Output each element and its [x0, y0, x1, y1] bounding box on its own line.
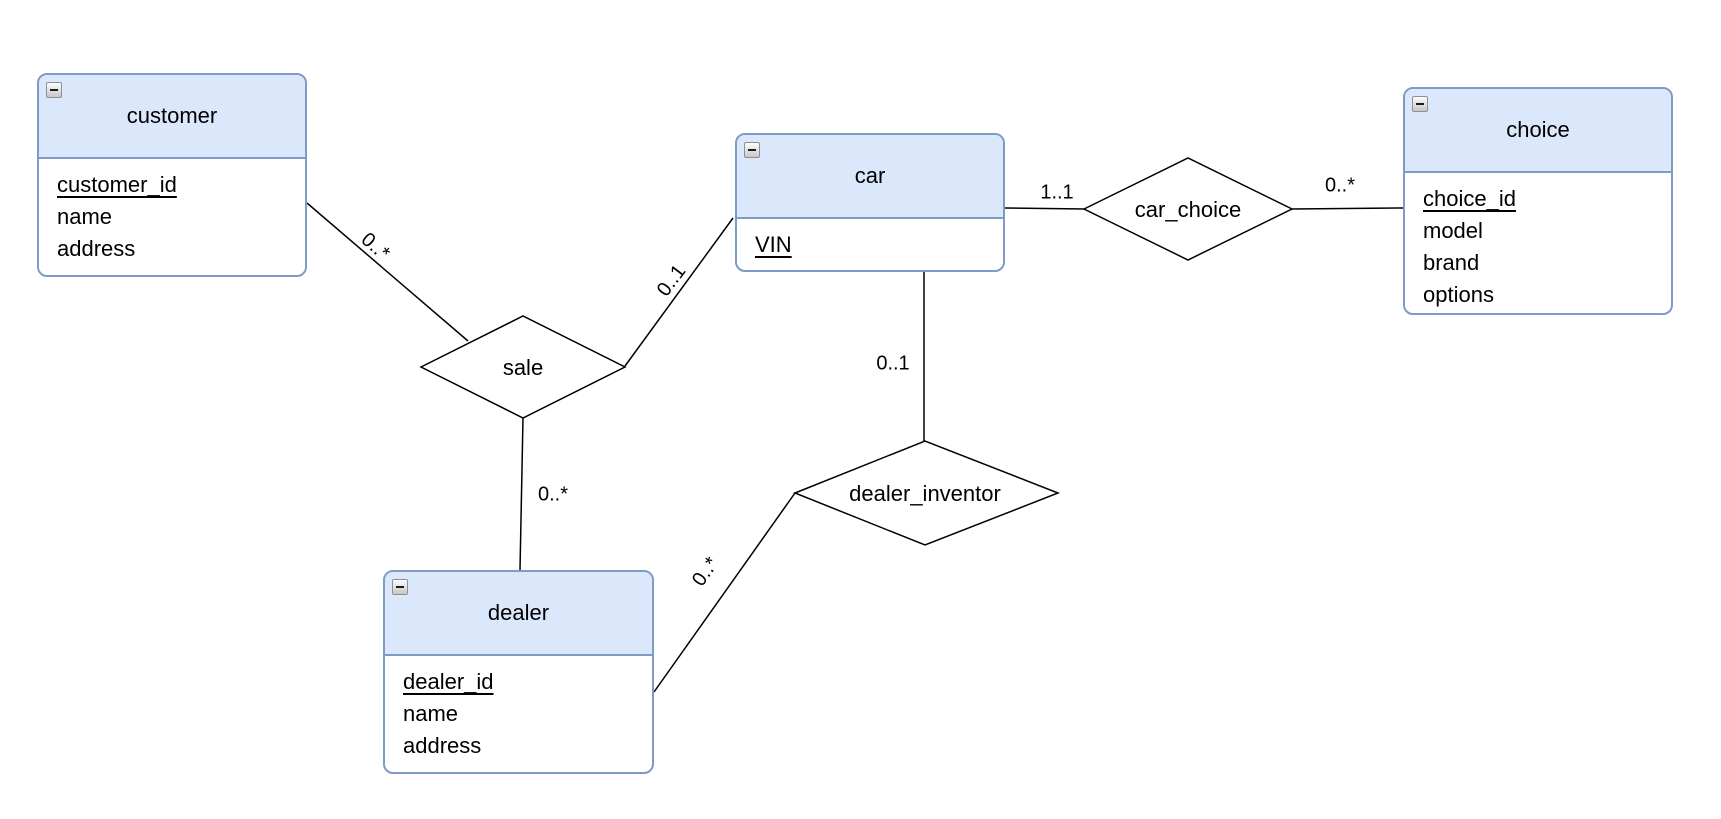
cardinality-car-choice-choice: 0..*: [1324, 174, 1356, 197]
relationship-sale-diamond[interactable]: [419, 315, 627, 419]
connector-car-car-choice[interactable]: [1004, 207, 1086, 210]
entity-customer-attributes: customer_id name address: [39, 159, 305, 265]
attribute-name[interactable]: name: [403, 701, 459, 726]
entity-title: dealer: [487, 600, 550, 625]
relationship-dealer-inventory-diamond[interactable]: [792, 440, 1061, 546]
cardinality-car-car-choice: 1..1: [1040, 181, 1074, 204]
relationship-label-dealer-inventory: dealer_inventor: [849, 481, 1001, 506]
attribute-choice-id[interactable]: choice_id: [1423, 186, 1516, 211]
entity-car-attributes: VIN: [737, 219, 1003, 261]
entity-title: car: [854, 163, 886, 188]
collapse-icon[interactable]: [1412, 96, 1428, 112]
minus-icon: [50, 89, 58, 91]
cardinality-sale-dealer: 0..*: [537, 483, 569, 506]
entity-choice[interactable]: choice choice_id model brand options: [1403, 87, 1673, 315]
entity-dealer-header: dealer: [385, 572, 652, 656]
connector-dealer-dealer-inventory[interactable]: [653, 492, 796, 693]
entity-customer[interactable]: customer customer_id name address: [37, 73, 307, 277]
attribute-address[interactable]: address: [57, 236, 136, 261]
entity-choice-attributes: choice_id model brand options: [1405, 173, 1671, 311]
connector-sale-dealer[interactable]: [519, 417, 524, 571]
entity-dealer-attributes: dealer_id name address: [385, 656, 652, 762]
attribute-customer-id[interactable]: customer_id: [57, 172, 177, 197]
collapse-icon[interactable]: [392, 579, 408, 595]
entity-customer-header: customer: [39, 75, 305, 159]
attribute-model[interactable]: model: [1423, 218, 1483, 243]
connector-sale-car[interactable]: [624, 217, 734, 367]
attribute-vin[interactable]: VIN: [755, 232, 792, 257]
entity-title: customer: [126, 103, 218, 128]
attribute-options[interactable]: options: [1423, 282, 1494, 307]
attribute-dealer-id[interactable]: dealer_id: [403, 669, 494, 694]
collapse-icon[interactable]: [46, 82, 62, 98]
minus-icon: [1416, 103, 1424, 105]
entity-dealer[interactable]: dealer dealer_id name address: [383, 570, 654, 774]
attribute-address[interactable]: address: [403, 733, 482, 758]
relationship-car-choice-diamond[interactable]: [1082, 157, 1294, 261]
cardinality-car-dealer-inventory: 0..1: [876, 352, 910, 375]
attribute-name[interactable]: name: [57, 204, 113, 229]
minus-icon: [748, 149, 756, 151]
relationship-label-sale: sale: [502, 355, 544, 380]
connector-customer-sale[interactable]: [306, 202, 469, 342]
relationship-label-car-choice: car_choice: [1134, 197, 1242, 222]
entity-title: choice: [1506, 117, 1570, 142]
collapse-icon[interactable]: [744, 142, 760, 158]
entity-car[interactable]: car VIN: [735, 133, 1005, 272]
connector-car-choice-choice[interactable]: [1291, 207, 1404, 210]
attribute-brand[interactable]: brand: [1423, 250, 1480, 275]
minus-icon: [396, 586, 404, 588]
entity-car-header: car: [737, 135, 1003, 219]
entity-choice-header: choice: [1405, 89, 1671, 173]
